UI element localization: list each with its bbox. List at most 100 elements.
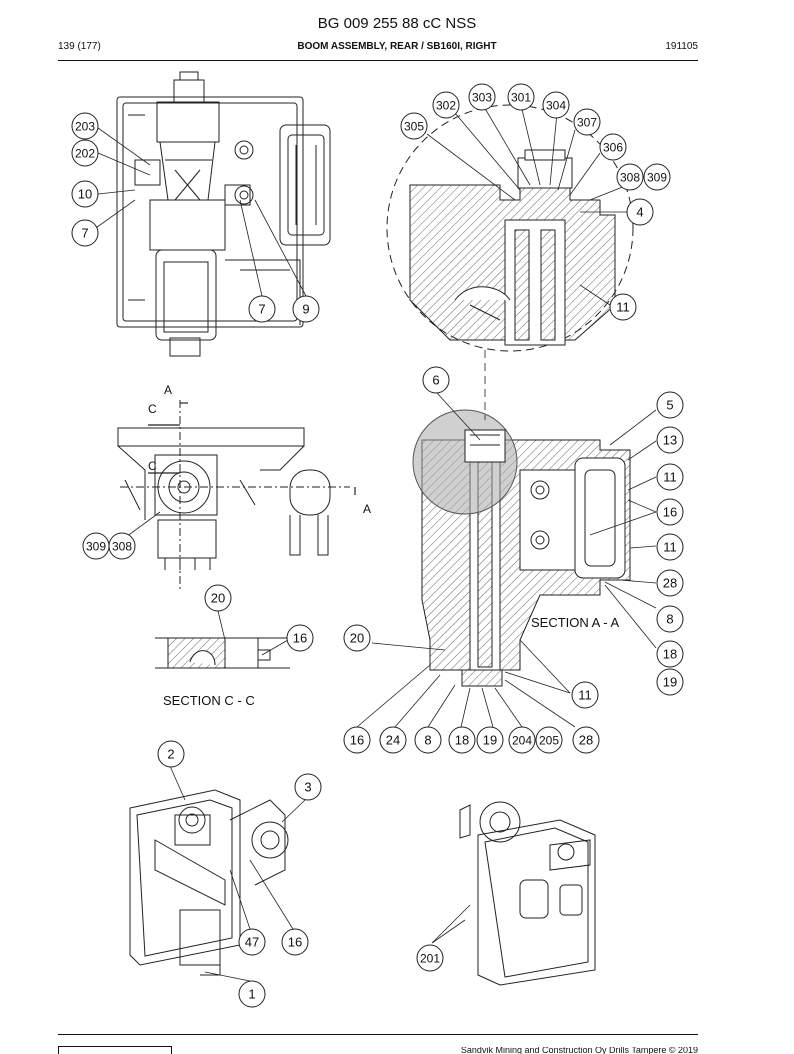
callout-bubble [656, 498, 684, 526]
leader-lines [92, 104, 657, 982]
callout-bubble [343, 726, 371, 754]
callout-number: 308 [620, 171, 640, 185]
callout-number: 4 [636, 205, 643, 220]
callout-number: 47 [245, 935, 259, 950]
section-marker-c-bottom: C [148, 459, 157, 473]
page-number: 139 (177) [58, 41, 101, 52]
callout-number: 307 [577, 116, 597, 130]
callout-number: 204 [512, 734, 532, 748]
detail-view-drawing [386, 104, 634, 352]
callout-bubble [414, 726, 442, 754]
callout-bubble [204, 584, 232, 612]
callout-bubble [656, 391, 684, 419]
document-code: 191105 [665, 41, 698, 52]
callout-number: 6 [432, 373, 439, 388]
callout-bubble [343, 624, 371, 652]
callout-bubble [108, 532, 136, 560]
iso-view-right-drawing [459, 801, 596, 986]
callout-number: 7 [81, 226, 88, 241]
side-view-drawing [117, 400, 356, 590]
callout-bubble [643, 163, 671, 191]
callout-number: 10 [78, 187, 92, 202]
section-aa-drawing [412, 409, 631, 687]
callout-bubble [656, 668, 684, 696]
callout-bubble [416, 944, 444, 972]
callout-bubble [286, 624, 314, 652]
callout-number: 203 [75, 120, 95, 134]
callout-number: 304 [546, 99, 566, 113]
callout-bubble [281, 928, 309, 956]
callout-number: 303 [472, 91, 492, 105]
callout-number: 1 [248, 987, 255, 1002]
callout-number: 24 [386, 733, 400, 748]
callout-number: 202 [75, 147, 95, 161]
callout-number: 9 [302, 302, 309, 317]
callout-number: 308 [112, 540, 132, 554]
footer-rule [58, 1034, 698, 1035]
section-marker-a-top: A [164, 383, 172, 397]
callout-bubble [542, 91, 570, 119]
callout-bubble [71, 219, 99, 247]
callout-number: 11 [663, 540, 677, 555]
top-view-drawing [116, 71, 331, 357]
callout-number: 2 [167, 747, 174, 762]
callout-number: 13 [663, 433, 677, 448]
callout-number: 8 [424, 733, 431, 748]
callout-bubble [422, 366, 450, 394]
callout-bubble [248, 295, 276, 323]
callout-bubble [71, 139, 99, 167]
callout-bubble [468, 83, 496, 111]
callout-number: 3 [304, 780, 311, 795]
callout-bubble [507, 83, 535, 111]
callout-number: 205 [539, 734, 559, 748]
callout-number: 302 [436, 99, 456, 113]
callout-number: 19 [483, 733, 497, 748]
callout-bubble [599, 133, 627, 161]
callout-number: 20 [211, 591, 225, 606]
section-cc-label: SECTION C - C [163, 693, 255, 708]
callout-number: 16 [350, 733, 364, 748]
footer-copyright: Sandvik Mining and Construction Oy Drill… [460, 1047, 698, 1054]
callout-number: 201 [420, 952, 440, 966]
callout-bubble [400, 112, 428, 140]
callout-number: 309 [86, 540, 106, 554]
callout-number: 16 [293, 631, 307, 646]
callout-number: 20 [350, 631, 364, 646]
section-marker-a-bottom: A [363, 502, 371, 516]
callout-number: 301 [511, 91, 531, 105]
callout-bubble [238, 980, 266, 1008]
section-marker-c-top: C [148, 402, 157, 416]
callout-bubble [656, 426, 684, 454]
callout-number: 11 [578, 688, 592, 703]
callout-bubble [573, 108, 601, 136]
callout-number: 7 [258, 302, 265, 317]
callout-bubble [656, 569, 684, 597]
callout-bubble [609, 293, 637, 321]
header-rule [58, 60, 698, 61]
section-cc-drawing [155, 637, 290, 669]
callout-bubble [476, 726, 504, 754]
callout-bubble [448, 726, 476, 754]
callout-number: 19 [663, 675, 677, 690]
callout-bubble [656, 640, 684, 668]
callout-bubble [238, 928, 266, 956]
callout-number: 11 [663, 470, 677, 485]
callout-number: 16 [663, 505, 677, 520]
callout-bubble [71, 180, 99, 208]
callout-bubble [432, 91, 460, 119]
callout-bubble [71, 112, 99, 140]
callout-bubble [535, 726, 563, 754]
callout-number: 28 [579, 733, 593, 748]
assembly-title: BOOM ASSEMBLY, REAR / SB160I, RIGHT [297, 41, 497, 52]
callout-number: 11 [616, 300, 630, 315]
callout-bubble [572, 726, 600, 754]
callout-bubble [379, 726, 407, 754]
callout-bubble [656, 533, 684, 561]
callout-number: 18 [455, 733, 469, 748]
callout-bubble [157, 740, 185, 768]
callout-number: 8 [666, 612, 673, 627]
callout-bubble [656, 605, 684, 633]
callout-bubble [292, 295, 320, 323]
